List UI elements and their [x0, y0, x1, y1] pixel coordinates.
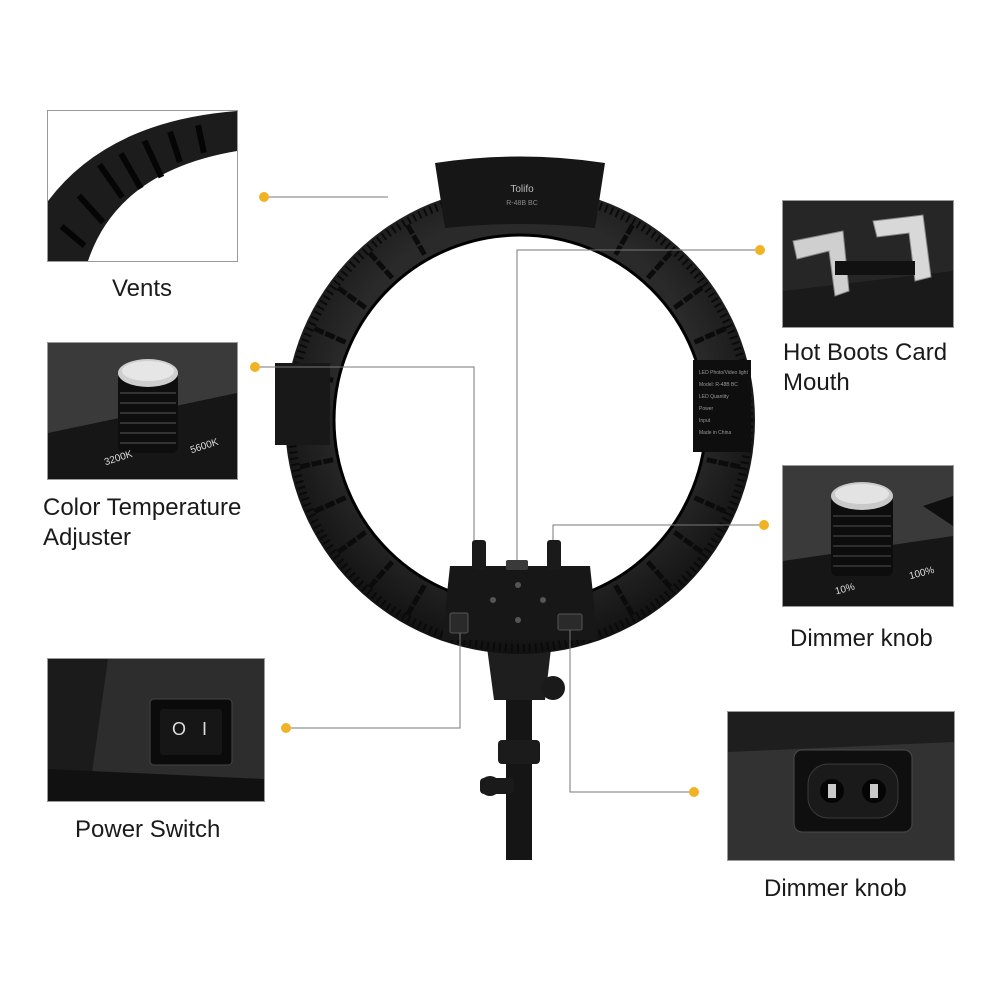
ring-brand-logo: Tolifo — [510, 184, 534, 195]
vent-slot — [355, 299, 367, 310]
vent-slot — [405, 604, 415, 617]
light-stand — [480, 640, 565, 860]
vent-slot — [645, 268, 657, 280]
vent-slot — [704, 331, 716, 340]
power-switch-label: Power Switch — [75, 815, 220, 845]
spec-plate-line: Model: R-48B BC — [699, 382, 738, 388]
power-switch-photo: O I — [47, 658, 265, 802]
vent-slot — [335, 335, 347, 345]
ring-model-text: R-48B BC — [506, 200, 538, 207]
vent-slot — [715, 505, 727, 514]
power-socket-photo — [727, 711, 955, 861]
vent-slot — [346, 537, 358, 548]
spec-plate-line: LED Quantity — [699, 394, 729, 400]
vent-slot — [411, 234, 421, 246]
dimmer-knob-label: Dimmer knob — [790, 624, 933, 654]
vent-slot — [346, 292, 358, 303]
vent-slot — [367, 251, 378, 262]
vent-slot — [715, 326, 727, 335]
ring-vent-slots — [295, 223, 745, 617]
vent-slot — [313, 326, 325, 335]
vent-slot — [313, 505, 325, 514]
vent-slot — [375, 260, 387, 271]
vent-slot — [619, 234, 629, 246]
spec-plate-line: LED Photo/Video light — [699, 370, 748, 376]
spec-plate-line: Made in China — [699, 430, 731, 436]
vent-slot — [411, 594, 421, 606]
power-socket-label: Dimmer knob — [764, 874, 907, 904]
vent-slot — [311, 459, 322, 467]
hot-boots-label-line-1: Hot Boots Card — [783, 339, 948, 366]
vent-slot — [324, 331, 336, 340]
vent-slot — [299, 462, 311, 470]
vent-slot — [729, 462, 741, 470]
vent-slot — [335, 495, 347, 505]
vent-slot — [625, 604, 635, 617]
hot-boots-photo — [782, 200, 954, 328]
vent-slot — [662, 251, 673, 262]
power-socket-label-line-1: Dimmer knob — [764, 875, 907, 902]
vent-slot — [336, 544, 348, 555]
vent-slot — [693, 335, 705, 345]
color-temp-label: Color Temperature Adjuster — [43, 493, 241, 553]
vent-slot — [625, 223, 635, 236]
vent-slot — [417, 584, 427, 596]
vent-slot — [336, 285, 348, 296]
color-temp-label-line-2: Adjuster — [43, 524, 132, 551]
vent-slot — [645, 560, 657, 572]
vent-slot — [682, 537, 694, 548]
vents-photo — [47, 110, 238, 262]
ring-power-switch — [449, 612, 469, 634]
callout-dots — [250, 192, 769, 797]
vent-slot — [383, 560, 395, 572]
hot-boots-label: Hot Boots Card Mouth — [783, 338, 947, 398]
spec-plate-line: Power — [699, 406, 714, 412]
vent-slot — [355, 530, 367, 541]
power-switch-mark-on: I — [202, 719, 208, 739]
vent-slot — [322, 457, 334, 465]
vent-slot — [718, 459, 729, 467]
vent-slot — [613, 584, 623, 596]
ring-power-socket — [557, 613, 583, 631]
vent-slot — [367, 578, 378, 589]
vent-slot — [693, 495, 705, 505]
hot-boots-label-line-2: Mouth — [783, 369, 850, 396]
vent-slot — [704, 500, 716, 509]
vent-slot — [324, 500, 336, 509]
vent-slot — [692, 285, 704, 296]
vent-slot — [706, 457, 718, 465]
vents-label-line-1: Vents — [112, 275, 173, 302]
leader-lines — [255, 196, 764, 793]
vent-slot — [653, 260, 665, 271]
vent-slot — [417, 244, 427, 256]
vent-slot — [375, 569, 387, 580]
ring-body: Tolifo R-48B BC LED Photo/Video lightMod… — [275, 156, 755, 654]
color-temp-label-line-1: Color Temperature — [43, 494, 242, 521]
vent-slot — [682, 292, 694, 303]
dimmer-knob-photo: 10% 100% — [782, 465, 954, 607]
vent-slot — [692, 544, 704, 555]
spec-plate — [693, 360, 751, 452]
color-temp-photo: 3200K 5600K — [47, 342, 238, 480]
vent-slot — [673, 299, 685, 310]
power-switch-label-line-1: Power Switch — [75, 816, 221, 843]
vent-slot — [619, 594, 629, 606]
power-switch-mark-off: O — [172, 719, 187, 739]
spec-plate-line: Input — [699, 418, 711, 424]
vent-slot — [653, 569, 665, 580]
vent-slot — [405, 223, 415, 236]
vent-slot — [673, 530, 685, 541]
dimmer-knob-label-line-1: Dimmer knob — [790, 625, 933, 652]
vent-slot — [383, 268, 395, 280]
vent-slot — [662, 578, 673, 589]
vents-label: Vents — [112, 274, 172, 304]
